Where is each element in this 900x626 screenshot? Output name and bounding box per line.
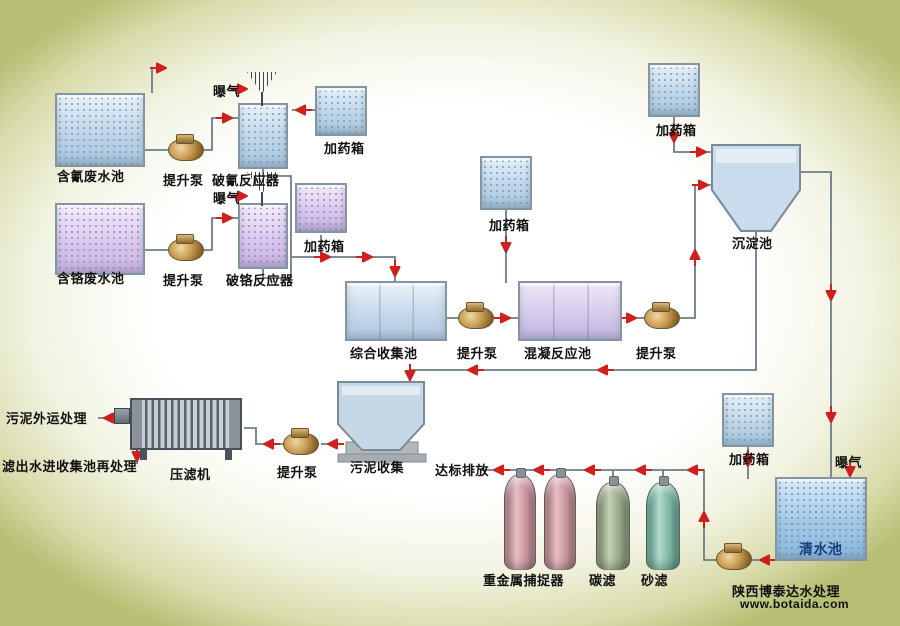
label-pump-2: 提升泵 — [163, 273, 204, 288]
label-dosing-2: 加药箱 — [304, 239, 345, 254]
dosing-tank-5 — [722, 393, 774, 447]
carbon-filter-vessel — [596, 476, 630, 570]
label-clear-tank: 清水池 — [799, 541, 843, 557]
label-aeration-1: 曝气 — [213, 84, 241, 99]
flow-arrow-icon — [216, 212, 233, 224]
aeration-stem — [261, 92, 263, 106]
sedimentation-tank — [711, 144, 801, 232]
flow-arrow-icon — [356, 251, 373, 263]
filter-press — [130, 398, 242, 460]
aeration-fan-icon — [247, 72, 277, 94]
flow-arrow-icon — [231, 190, 248, 202]
flow-arrow-icon — [635, 464, 652, 476]
label-cyanide-tank: 含氰废水池 — [57, 169, 125, 184]
flow-arrow-icon — [844, 460, 856, 477]
heavy-metal-catcher-2 — [544, 468, 576, 570]
aeration-sprayer-2 — [247, 172, 277, 206]
flow-arrow-icon — [597, 364, 614, 376]
label-sedimentation: 沉淀池 — [732, 236, 773, 251]
flow-arrow-icon — [404, 364, 416, 381]
flow-arrow-icon — [493, 464, 510, 476]
aeration-sprayer-1 — [247, 72, 277, 106]
cyanide-breaking-reactor — [238, 103, 288, 169]
clear-water-tank — [775, 477, 867, 561]
label-dosing-1: 加药箱 — [324, 141, 365, 156]
lift-pump-6 — [716, 543, 752, 570]
aeration-stem — [261, 192, 263, 206]
label-reactor-2: 破铬反应器 — [226, 273, 294, 288]
flow-arrow-icon — [494, 312, 511, 324]
sludge-collection-tank — [337, 381, 427, 463]
label-filtrate-return: 滤出水进收集池再处理 — [2, 459, 138, 474]
label-sludge-collect: 污泥收集 — [350, 460, 405, 475]
flow-arrow-icon — [668, 126, 680, 143]
flow-arrow-icon — [620, 312, 637, 324]
flow-arrow-icon — [231, 83, 248, 95]
dosing-tank-1 — [315, 86, 367, 136]
chrome-breaking-reactor — [238, 203, 288, 269]
label-pump-1: 提升泵 — [163, 173, 204, 188]
label-sludge-external: 污泥外运处理 — [6, 411, 88, 426]
dosing-tank-4 — [648, 63, 700, 117]
label-dosing-3: 加药箱 — [489, 218, 530, 233]
label-collection: 综合收集池 — [350, 346, 418, 361]
footer-website: www.botaida.com — [740, 597, 850, 611]
flow-arrow-icon — [692, 179, 709, 191]
lift-pump-1 — [168, 134, 204, 161]
dosing-tank-2 — [295, 183, 347, 233]
label-pump-4: 提升泵 — [636, 346, 677, 361]
label-coagulation: 混凝反应池 — [524, 346, 592, 361]
flow-arrow-icon — [698, 511, 710, 528]
chrome-wastewater-tank — [55, 203, 145, 275]
flow-arrow-icon — [825, 284, 837, 301]
label-aeration-3: 曝气 — [835, 455, 863, 470]
filter-press-feed — [114, 408, 130, 424]
flow-arrow-icon — [687, 464, 704, 476]
cyanide-wastewater-tank — [55, 93, 145, 167]
flow-arrow-icon — [689, 249, 701, 266]
coagulation-tank — [518, 281, 622, 341]
flow-arrow-icon — [263, 438, 280, 450]
flow-arrow-icon — [742, 450, 754, 467]
flow-arrow-icon — [150, 62, 167, 74]
flow-arrow-icon — [295, 104, 312, 116]
label-pump-3: 提升泵 — [457, 346, 498, 361]
flow-arrow-icon — [690, 146, 707, 158]
label-filter-press: 压滤机 — [170, 467, 211, 482]
flow-arrow-icon — [533, 464, 550, 476]
flow-arrow-icon — [759, 554, 776, 566]
lift-pump-4 — [644, 302, 680, 329]
label-dosing-4: 加药箱 — [656, 123, 697, 138]
heavy-metal-catcher-1 — [504, 468, 536, 570]
label-discharge: 达标排放 — [435, 463, 490, 478]
label-hm-catcher: 重金属捕捉器 — [483, 573, 565, 588]
label-aeration-2: 曝气 — [213, 191, 241, 206]
footer-company: 陕西博泰达水处理 — [732, 584, 841, 599]
flow-arrow-icon — [327, 438, 344, 450]
sand-filter-vessel — [646, 476, 680, 570]
flow-arrow-icon — [314, 251, 331, 263]
label-reactor-1: 破氰反应器 — [212, 173, 280, 188]
flow-arrow-icon — [216, 112, 233, 124]
flow-arrow-icon — [584, 464, 601, 476]
lift-pump-5 — [283, 428, 319, 455]
lift-pump-3 — [458, 302, 494, 329]
label-chrome-tank: 含铬废水池 — [57, 271, 125, 286]
label-carbon-filter: 碳滤 — [589, 573, 617, 588]
label-sand-filter: 砂滤 — [641, 573, 669, 588]
lift-pump-2 — [168, 234, 204, 261]
label-pump-5: 提升泵 — [277, 465, 318, 480]
collection-tank — [345, 281, 447, 341]
flow-arrow-icon — [389, 260, 401, 277]
flow-arrow-icon — [500, 236, 512, 253]
dosing-tank-3 — [480, 156, 532, 210]
flow-arrow-icon — [825, 406, 837, 423]
label-dosing-5: 加药箱 — [729, 452, 770, 467]
flow-arrow-icon — [467, 364, 484, 376]
